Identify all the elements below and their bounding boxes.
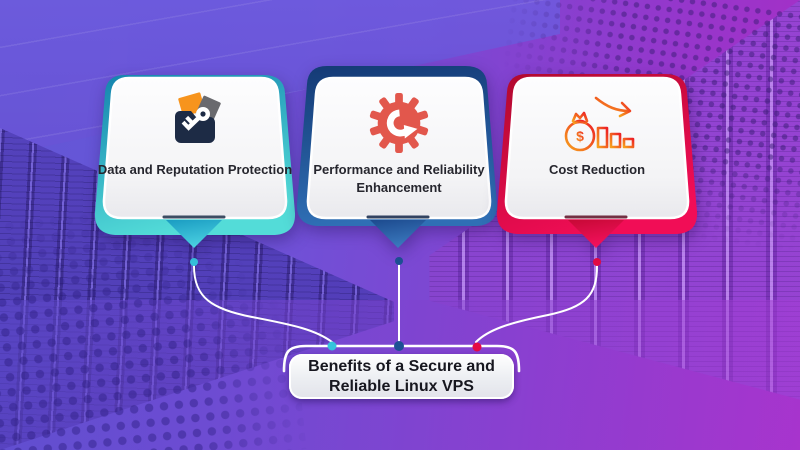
main-title: Benefits of a Secure and Reliable Linux … [308, 357, 495, 395]
card-face [102, 76, 288, 220]
gear-refresh-icon [288, 92, 510, 154]
decline-arrow-head [618, 101, 632, 118]
card-performance-reliability: Performance and Reliability Enhancement [288, 66, 510, 271]
connector-line-left [193, 265, 333, 343]
decline-arrow [594, 96, 631, 113]
money-decline-icon: $ [486, 92, 708, 154]
card-shape [94, 75, 296, 248]
connector-dot-left-top [190, 258, 198, 266]
key-glyph [181, 107, 210, 131]
connector-dot-middle-bottom [394, 341, 404, 351]
card-label-text: Cost Reduction [548, 162, 646, 177]
connector-dot-middle-top [395, 257, 403, 265]
connector-dot-left-bottom [327, 341, 337, 351]
card-label-text: Performance and Reliability Enhancement [313, 162, 485, 195]
refresh-arrow [386, 109, 418, 139]
card-label: Performance and Reliability Enhancement [299, 161, 499, 196]
card-pointer [568, 220, 624, 248]
money-bag-neck [572, 119, 588, 125]
card-pointer [166, 220, 222, 248]
money-bag-tie [571, 111, 589, 123]
card-label: Cost Reduction [497, 161, 697, 179]
main-title-pill: Benefits of a Secure and Reliable Linux … [289, 354, 514, 399]
connector-dot-right-top [593, 258, 601, 266]
card-label: Data and Reputation Protection [95, 161, 295, 179]
card-data-reputation: Data and Reputation Protection [84, 66, 306, 271]
card-label-text: Data and Reputation Protection [97, 162, 293, 177]
card-pointer [370, 220, 426, 248]
chart-bar-2 [609, 132, 622, 149]
chart-bar-3 [622, 137, 635, 149]
chart-bar-1 [596, 126, 609, 149]
card-cost-reduction: $ Cost Reduction [486, 66, 708, 271]
connector-line-right [475, 265, 598, 343]
folder-key-icon [84, 92, 306, 152]
gear-body [369, 92, 429, 154]
connector-dot-right-bottom [472, 342, 482, 352]
dollar-symbol: $ [576, 128, 584, 144]
